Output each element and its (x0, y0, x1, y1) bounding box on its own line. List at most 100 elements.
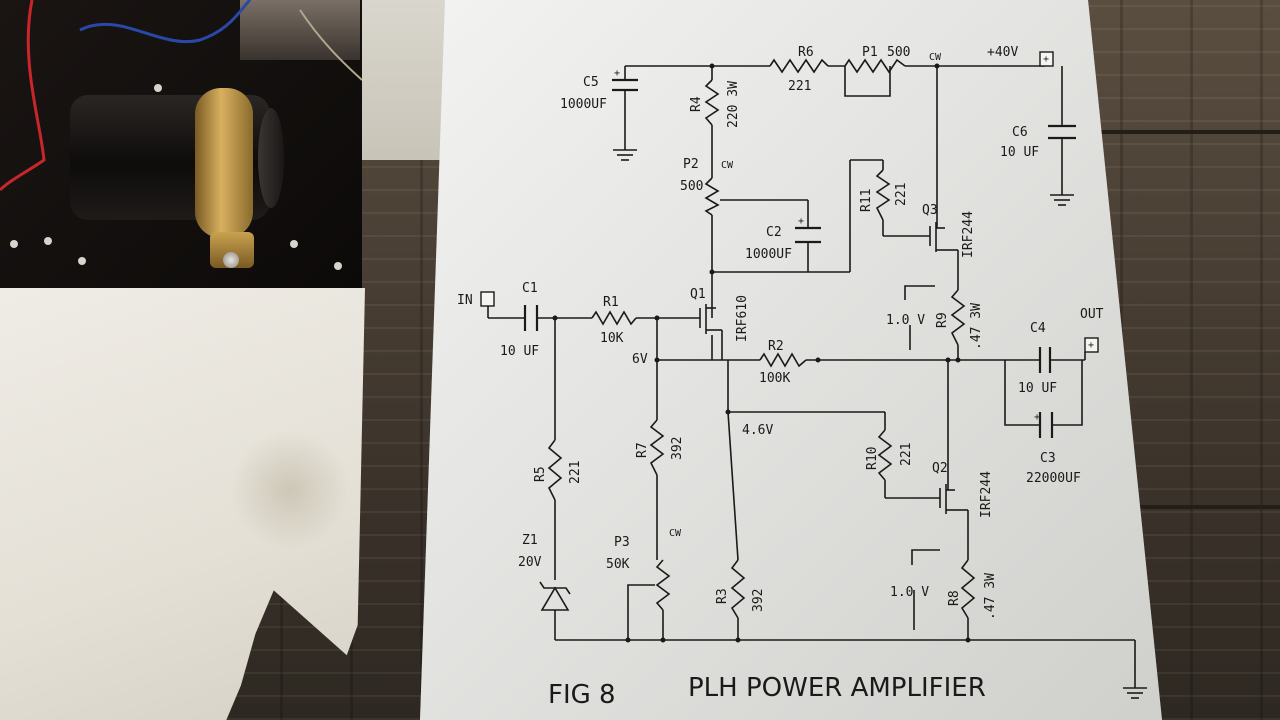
r9-ref: R9 (935, 312, 950, 328)
p1-symbol (844, 58, 906, 74)
c1-value: 10 UF (500, 344, 539, 359)
r3-ref: R3 (715, 588, 730, 604)
resistor-symbols (547, 58, 976, 619)
figure-number: FIG 8 (548, 680, 616, 710)
c3-polarity: + (1034, 412, 1040, 423)
c4-ref: C4 (1030, 321, 1046, 336)
r6-symbol (769, 58, 829, 74)
q1-value: IRF610 (735, 295, 750, 342)
r6-ref: R6 (798, 45, 814, 60)
capacitor-end-cap (258, 108, 284, 208)
terminal-boxes (480, 51, 1099, 353)
r10-ref: R10 (865, 447, 880, 470)
c4-value: 10 UF (1018, 381, 1057, 396)
q2-symbol (939, 484, 955, 514)
q3-value: IRF244 (961, 211, 976, 258)
p2-symbol (704, 177, 720, 216)
q1-ref: Q1 (690, 287, 706, 302)
c2-value: 1000UF (745, 247, 792, 262)
r3-value: 392 (751, 589, 766, 612)
r3-symbol (730, 559, 746, 619)
r6-value: 221 (788, 79, 811, 94)
r1-value: 10K (600, 331, 624, 346)
capacitor-symbols (523, 78, 1076, 438)
supply-terminal (1039, 51, 1054, 67)
r9-symbol (950, 289, 966, 346)
r1-ref: R1 (603, 295, 619, 310)
p3-value: 50K (606, 557, 630, 572)
chassis-hole (290, 240, 298, 248)
p1-wiper: CW (929, 52, 942, 63)
r4-symbol (704, 79, 720, 126)
mosfet-symbols (699, 222, 955, 514)
r2-symbol (759, 352, 807, 368)
p2-ref: P2 (683, 157, 699, 172)
r2-ref: R2 (768, 339, 784, 354)
upper-sense-voltage: 1.0 V (886, 313, 925, 328)
z1-ref: Z1 (522, 533, 538, 548)
c3-value: 22000UF (1026, 471, 1081, 486)
r1-symbol (591, 310, 637, 326)
chassis-hole (334, 262, 342, 270)
wood-plank-seam (1100, 130, 1280, 134)
c2-ref: C2 (766, 225, 782, 240)
r11-value: 221 (894, 183, 909, 206)
wood-plank-seam (1100, 505, 1280, 509)
p3-ref: P3 (614, 535, 630, 550)
junction-dots (552, 63, 971, 643)
p3-symbol (655, 559, 671, 611)
r5-symbol (547, 439, 563, 501)
r2-value: 100K (759, 371, 790, 386)
mid-node-voltage: 4.6V (742, 423, 773, 438)
output-label: OUT (1080, 307, 1104, 322)
q3-ref: Q3 (922, 203, 938, 218)
input-terminal (480, 291, 495, 307)
zener-diode-symbol (539, 581, 571, 611)
supply-label: +40V (987, 45, 1018, 60)
c1-ref: C1 (522, 281, 538, 296)
p3-wiper: CW (669, 528, 682, 539)
p2-wiper: CW (721, 160, 734, 171)
ground-symbols (613, 149, 1147, 699)
chassis-wires (0, 0, 362, 192)
c6-value: 10 UF (1000, 145, 1039, 160)
c5-polarity: + (614, 68, 620, 79)
r5-value: 221 (568, 461, 583, 484)
c5-value: 1000UF (560, 97, 607, 112)
q1-symbol (699, 304, 722, 334)
c2-polarity: + (798, 216, 804, 227)
r7-ref: R7 (635, 442, 650, 458)
p1-value: 500 (887, 45, 910, 60)
circuit-wires (487, 65, 1136, 688)
water-stain (230, 430, 350, 550)
chassis-hole (44, 237, 52, 245)
figure-title: PLH POWER AMPLIFIER (688, 673, 986, 703)
r4-ref: R4 (689, 96, 704, 112)
r7-symbol (649, 419, 665, 476)
chassis-hole (78, 257, 86, 265)
p1-ref: P1 (862, 45, 878, 60)
c3-ref: C3 (1040, 451, 1056, 466)
c6-ref: C6 (1012, 125, 1028, 140)
r8-symbol (960, 559, 976, 619)
r7-value: 392 (670, 437, 685, 460)
r10-value: 221 (899, 443, 914, 466)
c5-ref: C5 (583, 75, 599, 90)
schematic-labels: R6 221 P1 500 CW +40V + C5 1000UF + R4 2… (457, 45, 1104, 620)
gate-node-voltage: 6V (632, 352, 648, 367)
supply-polarity: + (1043, 54, 1049, 65)
p2-value: 500 (680, 179, 703, 194)
screw-icon (223, 252, 239, 268)
r11-symbol (875, 169, 891, 221)
q3-symbol (929, 222, 945, 252)
output-terminal-mark: + (1088, 340, 1094, 351)
r5-ref: R5 (533, 466, 548, 482)
z1-value: 20V (518, 555, 542, 570)
r8-value: .47 3W (983, 573, 998, 620)
chassis-hole (10, 240, 18, 248)
r10-symbol (877, 429, 893, 481)
brass-capacitor-clamp (195, 88, 253, 238)
q2-value: IRF244 (979, 471, 994, 518)
output-terminal (1084, 337, 1099, 353)
